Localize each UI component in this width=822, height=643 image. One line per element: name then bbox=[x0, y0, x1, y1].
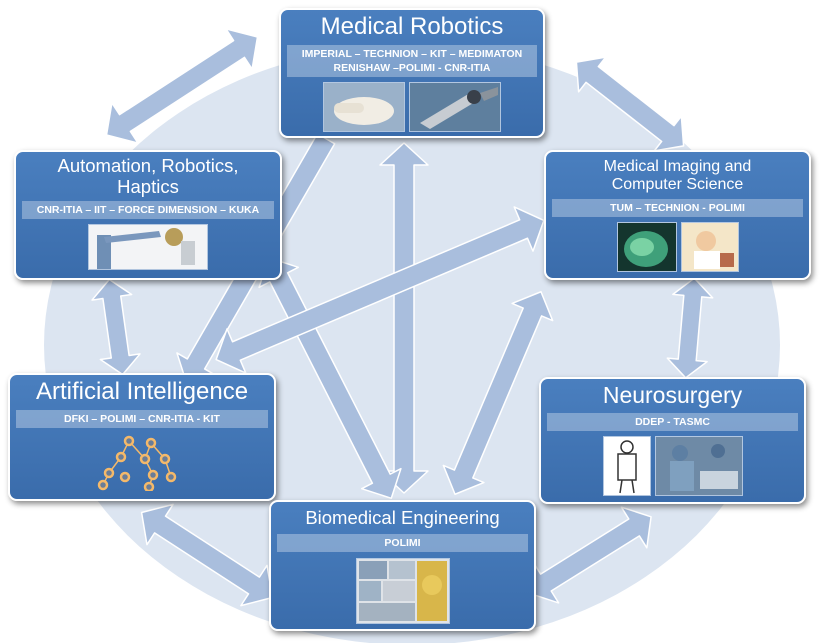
arrow-robotics-automation bbox=[105, 28, 259, 144]
node-medical-robotics: Medical Robotics IMPERIAL – TECHNION – K… bbox=[279, 8, 545, 138]
partner-list: DFKI – POLIMI – CNR-ITIA - KIT bbox=[16, 409, 268, 428]
scientist-cartoon bbox=[680, 221, 739, 272]
partner-line: IMPERIAL – TECHNION – KIT – MEDIMATON bbox=[301, 47, 523, 60]
image-strip bbox=[10, 433, 274, 491]
node-automation-robotics-haptics: Automation, Robotics, Haptics CNR-ITIA –… bbox=[14, 150, 282, 280]
robot-instrument-photo bbox=[409, 81, 501, 132]
haptic-robot-photo bbox=[88, 224, 208, 271]
arrow-imaging-ai bbox=[215, 206, 545, 374]
biomedical-collage bbox=[355, 557, 450, 624]
surgical-glove-photo bbox=[323, 81, 405, 132]
arrow-robotics-imaging bbox=[575, 56, 685, 152]
image-strip bbox=[16, 224, 280, 271]
title-line: Haptics bbox=[117, 175, 179, 197]
title-line: Automation, Robotics, bbox=[57, 155, 239, 176]
network-graph-illustration bbox=[97, 435, 177, 491]
operating-room-photo bbox=[654, 435, 743, 496]
partner-list: CNR-ITIA – IIT – FORCE DIMENSION – KUKA bbox=[22, 201, 274, 220]
partner-line: RENISHAW –POLIMI - CNR-ITIA bbox=[333, 61, 491, 74]
arrow-neurosurgery-biomedical bbox=[528, 506, 652, 604]
node-title: Medical Imaging and Computer Science bbox=[546, 158, 809, 194]
node-title: Medical Robotics bbox=[320, 13, 504, 40]
node-title: Automation, Robotics, Haptics bbox=[16, 155, 280, 197]
title-line: Medical Imaging and bbox=[603, 158, 752, 175]
partner-list: IMPERIAL – TECHNION – KIT – MEDIMATON RE… bbox=[287, 44, 537, 77]
partner-list: DDEP - TASMC bbox=[547, 412, 798, 431]
node-neurosurgery: Neurosurgery DDEP - TASMC bbox=[539, 377, 806, 504]
node-title: Artificial Intelligence bbox=[35, 378, 249, 405]
partner-list: POLIMI bbox=[277, 533, 528, 552]
arrow-robotics-biomedical bbox=[379, 142, 429, 494]
node-title: Biomedical Engineering bbox=[305, 507, 500, 528]
node-medical-imaging-computer-science: Medical Imaging and Computer Science TUM… bbox=[544, 150, 811, 280]
image-strip bbox=[281, 81, 543, 132]
node-title: Neurosurgery bbox=[602, 382, 743, 408]
arrow-imaging-biomedical bbox=[442, 290, 554, 496]
node-artificial-intelligence: Artificial Intelligence DFKI – POLIMI – … bbox=[8, 373, 276, 501]
image-strip bbox=[541, 435, 804, 496]
partner-list: TUM – TECHNION - POLIMI bbox=[552, 198, 803, 217]
mri-scan-photo bbox=[616, 221, 677, 272]
node-biomedical-engineering: Biomedical Engineering POLIMI bbox=[269, 500, 536, 631]
image-strip bbox=[546, 221, 809, 272]
surgeon-drawing bbox=[602, 435, 651, 496]
image-strip bbox=[271, 557, 534, 624]
title-line: Computer Science bbox=[611, 175, 744, 193]
